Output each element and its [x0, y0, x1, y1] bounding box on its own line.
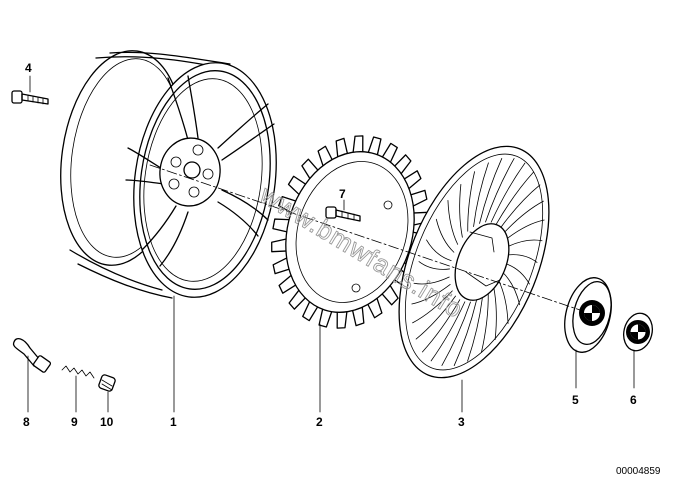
- cover-vane: [481, 292, 489, 353]
- cover-vane: [430, 301, 466, 362]
- leader-lines: [27, 75, 635, 413]
- cover-vane: [490, 162, 526, 223]
- cover-vane: [485, 158, 515, 223]
- wheel-rim: [60, 50, 277, 299]
- document-id: 00004859: [616, 466, 661, 477]
- callout-4: 4: [25, 61, 32, 75]
- bmw-roundel-icon: [626, 320, 650, 344]
- center-cap: [564, 277, 612, 353]
- cover-vane: [418, 261, 450, 270]
- bmw-emblem: [623, 312, 653, 352]
- wheel-bolt: [11, 90, 49, 105]
- cover-vane: [441, 301, 471, 366]
- callout-5: 5: [572, 393, 579, 407]
- cover-vane: [504, 263, 530, 285]
- cover-vane: [426, 239, 452, 261]
- callout-6: 6: [630, 393, 637, 407]
- valve-stem: [12, 337, 52, 373]
- cover-vane: [506, 254, 538, 263]
- callout-1: 1: [170, 415, 177, 429]
- cover-vane: [421, 299, 461, 353]
- cover-vane: [467, 171, 475, 232]
- cover-vane: [500, 184, 541, 229]
- cover-vane: [505, 219, 545, 240]
- cover-vane: [459, 183, 463, 238]
- cover-vane: [503, 200, 544, 234]
- cover-vane: [506, 239, 543, 248]
- cover-vane: [493, 286, 497, 341]
- cover-vane: [411, 284, 451, 305]
- cover-vane: [412, 290, 453, 324]
- callout-7: 7: [339, 187, 346, 201]
- cover-vane: [453, 300, 477, 366]
- callout-10: 10: [100, 415, 114, 429]
- cover-vane: [415, 295, 456, 340]
- ring-bolt: [325, 206, 361, 222]
- cover-vane: [435, 218, 455, 253]
- cover-vane: [501, 271, 521, 306]
- cover-vane: [467, 297, 483, 362]
- valve-cap: [98, 374, 116, 392]
- valve-insert: [61, 365, 95, 379]
- cover-vane: [495, 171, 535, 225]
- cover-vane: [473, 162, 489, 227]
- wheel-cover: [398, 145, 550, 379]
- callouts: 4 7 8 9 10 1 2 3 5 6: [23, 61, 637, 429]
- callout-3: 3: [458, 415, 465, 429]
- bmw-roundel-icon: [579, 300, 605, 326]
- callout-8: 8: [23, 415, 30, 429]
- cover-vane: [479, 158, 503, 224]
- cover-vane: [447, 200, 459, 245]
- assembly-axis: [149, 164, 581, 311]
- callout-2: 2: [316, 415, 323, 429]
- callout-9: 9: [71, 415, 78, 429]
- cover-vane: [413, 276, 450, 285]
